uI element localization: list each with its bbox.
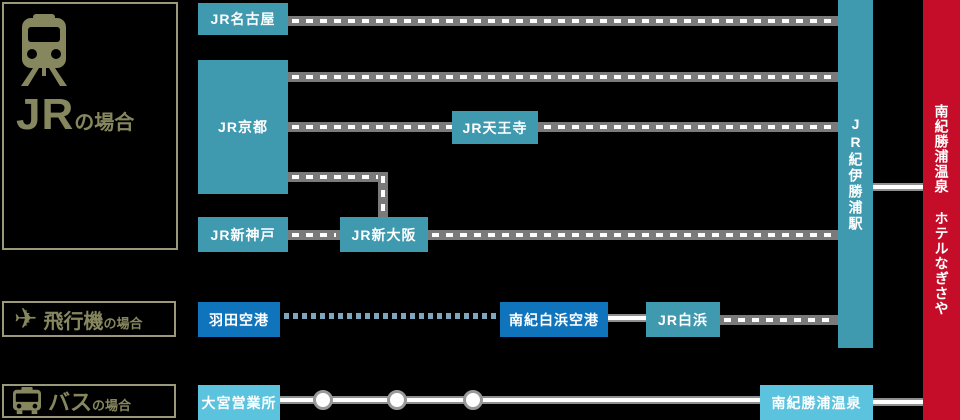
airplane-icon: ✈: [14, 303, 38, 334]
legend-plane-suffix: の場合: [103, 315, 143, 331]
bus-route-line: [280, 396, 760, 404]
station-jr-shirahama: JR白浜: [646, 302, 720, 337]
legend-plane-main: 飛行機: [43, 310, 104, 333]
legend-jr-main: JR: [16, 90, 75, 139]
station-label: JR天王寺: [462, 119, 528, 136]
station-label: JR京都: [218, 119, 268, 135]
station-omiya-bus-office: 大宮営業所: [198, 385, 280, 420]
transfer-line-station-hotel: [873, 183, 923, 191]
rail-line-kyoto-tennoji-katsuura: [288, 122, 838, 132]
station-label: JR紀伊勝浦駅: [847, 116, 864, 232]
legend-bus-suffix: の場合: [92, 398, 132, 413]
legend-bus-label: バスの場合: [48, 385, 131, 417]
train-icon: [21, 14, 67, 86]
legend-plane-label: 飛行機の場合: [43, 305, 142, 334]
station-haneda-airport: 羽田空港: [198, 302, 280, 337]
station-jr-kyoto: JR京都: [198, 60, 288, 194]
transfer-line-airport-shirahama: [608, 314, 646, 322]
station-label: JR新大阪: [351, 226, 417, 243]
rail-line-shinkobe-shinosaka: [288, 230, 340, 240]
bus-stop-marker: [313, 390, 333, 410]
station-nanki-katsuura-onsen: 南紀勝浦温泉: [760, 385, 873, 420]
legend-jr-suffix: の場合: [74, 112, 135, 134]
station-nanki-shirahama-airport: 南紀白浜空港: [500, 302, 608, 337]
rail-line-kyoto-branch: [288, 172, 388, 182]
station-jr-shin-osaka: JR新大阪: [340, 217, 428, 252]
legend-bus-section: バスの場合: [2, 384, 176, 418]
rail-line-shirahama-katsuura: [720, 315, 838, 325]
station-label: JR新神戸: [210, 226, 276, 243]
flight-route-dotted-line: [284, 313, 498, 319]
station-label: 南紀勝浦温泉: [771, 394, 862, 411]
station-jr-nagoya: JR名古屋: [198, 3, 288, 35]
station-jr-shin-kobe: JR新神戸: [198, 217, 288, 252]
legend-plane-section: ✈ 飛行機の場合: [2, 301, 176, 337]
destination-label: 南紀勝浦温泉 ホテルなぎさや: [933, 104, 950, 316]
station-label: JR白浜: [658, 311, 708, 328]
station-jr-kii-katsuura: JR紀伊勝浦駅: [838, 0, 873, 348]
bus-icon: [13, 387, 41, 415]
transfer-line-onsen-hotel: [873, 398, 923, 406]
rail-line-branch-to-shinosaka: [378, 172, 388, 218]
destination-hotel-banner: 南紀勝浦温泉 ホテルなぎさや: [923, 0, 960, 420]
rail-line-nagoya-katsuura: [288, 16, 838, 26]
legend-bus-main: バス: [48, 390, 93, 415]
station-jr-tennoji: JR天王寺: [452, 111, 538, 144]
station-label: 南紀白浜空港: [509, 311, 599, 328]
station-label: 大宮営業所: [201, 394, 277, 411]
bus-stop-marker: [463, 390, 483, 410]
rail-line-shinosaka-katsuura: [428, 230, 838, 240]
station-label: 羽田空港: [209, 311, 269, 328]
station-label: JR名古屋: [210, 11, 276, 27]
bus-stop-marker: [387, 390, 407, 410]
rail-line-kyoto-katsuura: [288, 72, 838, 82]
